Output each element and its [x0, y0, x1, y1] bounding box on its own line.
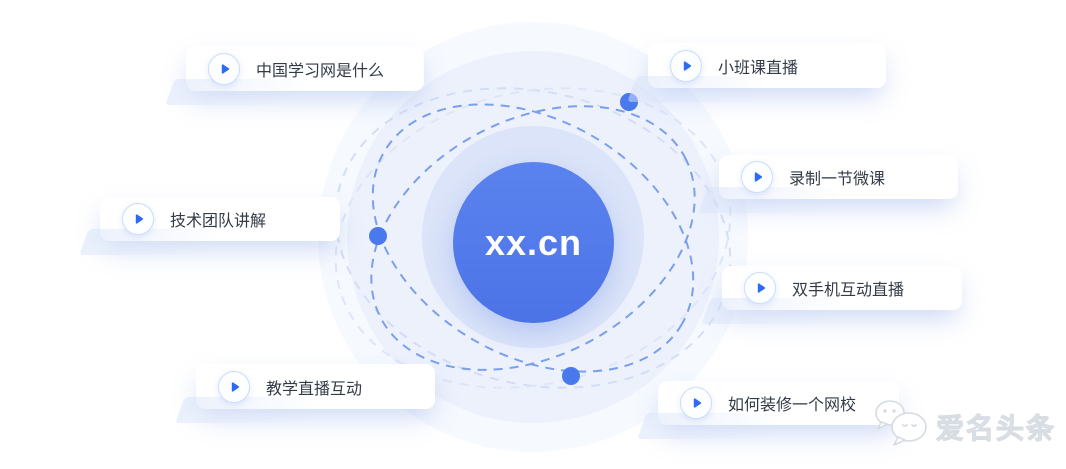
- video-card-tech-team-explain[interactable]: 技术团队讲解: [100, 197, 340, 241]
- watermark: 爱名头条: [872, 398, 1056, 455]
- video-card-how-to-decorate-school[interactable]: 如何装修一个网校: [658, 381, 899, 425]
- video-card-label: 小班课直播: [718, 59, 799, 77]
- play-icon[interactable]: [122, 203, 154, 235]
- video-card-small-class-live[interactable]: 小班课直播: [648, 43, 886, 88]
- play-icon[interactable]: [680, 387, 712, 419]
- video-card-what-is-site[interactable]: 中国学习网是什么: [186, 46, 424, 91]
- watermark-label: 爱名头条: [935, 412, 1057, 444]
- play-icon[interactable]: [741, 161, 773, 193]
- play-icon[interactable]: [208, 52, 240, 85]
- video-card-dual-phone-live[interactable]: 双手机互动直播: [722, 266, 962, 310]
- video-card-teaching-live-interaction[interactable]: 教学直播互动: [196, 364, 435, 409]
- play-triangle-icon: [757, 283, 766, 293]
- video-card-record-micro-lesson[interactable]: 录制一节微课: [719, 155, 958, 199]
- core-domain-label: xx.cn: [484, 221, 583, 263]
- play-icon[interactable]: [744, 272, 776, 304]
- play-icon[interactable]: [670, 49, 702, 82]
- video-card-label: 技术团队讲解: [170, 213, 267, 230]
- play-triangle-icon: [754, 172, 763, 182]
- play-triangle-icon: [135, 214, 144, 224]
- play-triangle-icon: [693, 398, 702, 408]
- core-domain-circle: xx.cn: [453, 162, 614, 323]
- video-card-label: 中国学习网是什么: [256, 62, 385, 80]
- play-triangle-icon: [221, 63, 230, 74]
- video-card-label: 录制一节微课: [789, 171, 886, 188]
- play-triangle-icon: [231, 381, 240, 392]
- video-card-label: 如何装修一个网校: [728, 397, 857, 414]
- play-triangle-icon: [683, 60, 692, 71]
- chat-bubbles-icon: [872, 398, 930, 455]
- video-card-label: 双手机互动直播: [792, 282, 905, 299]
- play-icon[interactable]: [218, 370, 250, 403]
- video-card-label: 教学直播互动: [266, 380, 363, 398]
